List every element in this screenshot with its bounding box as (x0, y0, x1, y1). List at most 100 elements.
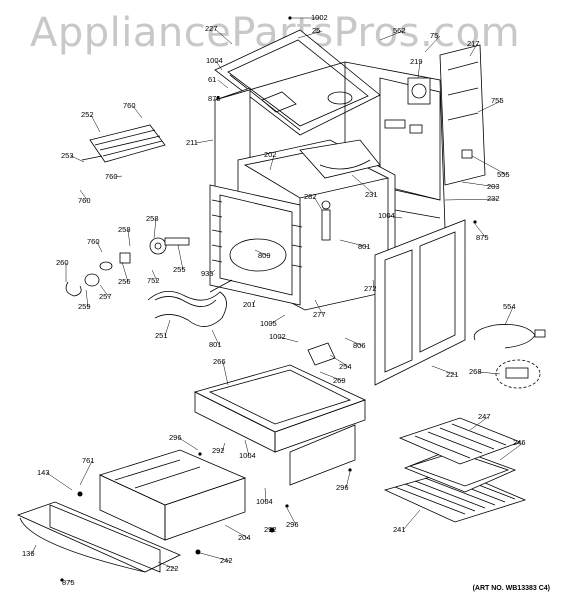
broiler-pan-grid (398, 417, 522, 465)
part-callout-260: 260 (56, 258, 69, 267)
callout-leader-801 (211, 329, 220, 346)
callout-leader-251 (164, 319, 171, 337)
callout-leader-269 (319, 371, 344, 382)
callout-leader-25 (297, 30, 323, 39)
rear-panel (439, 44, 486, 186)
callout-leader-282 (313, 196, 323, 211)
part-callout-760: 760 (78, 196, 91, 205)
callout-leader-256 (121, 261, 129, 283)
part-callout-806: 806 (353, 341, 366, 350)
callout-leader-247 (469, 416, 489, 431)
callout-leader-809 (254, 249, 269, 257)
part-callout-277: 277 (313, 310, 326, 319)
callout-leader-1005 (269, 314, 286, 325)
drawer-front-panel (16, 501, 181, 573)
part-callout-202: 202 (264, 150, 277, 159)
part-callout-227: 227 (205, 24, 218, 33)
part-callout-1004: 1004 (206, 56, 223, 65)
art-number: (ART NO. WB13383 C4) (472, 585, 550, 592)
part-callout-761: 761 (82, 456, 95, 465)
callout-leader-760 (79, 189, 89, 202)
part-callout-251: 251 (155, 331, 168, 340)
part-callout-554: 554 (503, 302, 516, 311)
part-callout-755: 755 (491, 96, 504, 105)
part-callout-875: 875 (476, 233, 489, 242)
callout-leader-935 (210, 269, 216, 275)
callout-leader-75 (424, 35, 441, 53)
vent-duct (299, 139, 381, 179)
hardware-screws (60, 16, 477, 582)
part-callout-219: 219 (410, 57, 423, 66)
part-callout-760: 760 (105, 172, 118, 181)
part-callout-296: 296 (169, 433, 182, 442)
mounting-bracket (307, 342, 336, 366)
temperature-sensor (321, 200, 331, 241)
callout-leader-231 (351, 174, 376, 196)
callout-leader-801 (339, 239, 369, 248)
callout-leader-296 (345, 471, 351, 489)
infinite-switch-parts (65, 237, 190, 297)
part-callout-272: 272 (364, 284, 377, 293)
callout-leader-259 (85, 289, 89, 308)
callout-leader-252 (90, 114, 101, 133)
callout-leader-217 (469, 43, 478, 57)
part-callout-221: 221 (446, 370, 459, 379)
part-callout-1004: 1004 (256, 497, 273, 506)
callout-leader-204 (224, 524, 249, 539)
callout-leader-292 (221, 442, 226, 452)
part-callout-875: 875 (208, 94, 221, 103)
part-callout-256: 256 (118, 277, 131, 286)
callout-leader-554 (504, 306, 514, 326)
part-callout-801: 801 (209, 340, 222, 349)
callout-leader-562 (379, 30, 404, 41)
part-callout-75: 75 (430, 31, 438, 40)
callout-leader-555 (471, 155, 508, 176)
callout-leader-277 (314, 299, 324, 316)
part-callout-760: 760 (123, 101, 136, 110)
callout-leader-1004 (244, 439, 250, 457)
broil-element (81, 124, 166, 163)
part-callout-752: 752 (147, 276, 160, 285)
callout-leader-296 (178, 437, 199, 451)
part-callout-282: 282 (304, 192, 317, 201)
callout-leader-257 (99, 284, 110, 298)
part-callout-257: 257 (99, 292, 112, 301)
part-callout-254: 254 (339, 362, 352, 371)
part-callout-1004: 1004 (239, 451, 256, 460)
callout-leader-222 (157, 561, 177, 570)
callout-leader-761 (79, 460, 93, 486)
callout-leader-136 (31, 544, 37, 555)
part-callout-292: 292 (264, 525, 277, 534)
callout-leader-266 (222, 361, 229, 386)
callout-leader-268 (478, 371, 501, 375)
callout-leader-258 (127, 229, 131, 247)
part-callout-1002: 1002 (269, 332, 286, 341)
callout-leader-242 (199, 552, 231, 562)
callout-leader-255 (177, 244, 184, 271)
bake-element (147, 279, 233, 327)
part-callout-253: 253 (61, 151, 74, 160)
callout-leader-1004 (387, 215, 403, 219)
callout-leader-760 (114, 175, 123, 178)
callout-leader-253 (70, 155, 85, 163)
callout-leader-875 (67, 579, 73, 584)
callout-leader-296 (286, 507, 297, 526)
part-callout-258: 258 (118, 225, 131, 234)
drawer-housing (193, 364, 367, 486)
part-callout-255: 255 (173, 265, 186, 274)
callout-leader-232 (444, 198, 498, 201)
part-callout-555: 555 (497, 170, 510, 179)
part-callout-247: 247 (478, 412, 491, 421)
side-panel (374, 219, 466, 386)
part-callout-232: 232 (487, 194, 500, 203)
callout-leader-61 (217, 79, 229, 89)
part-callout-296: 296 (336, 483, 349, 492)
part-callout-25: 25 (312, 26, 320, 35)
callout-leader-246 (499, 442, 524, 461)
part-callout-246: 246 (513, 438, 526, 447)
part-callout-875: 875 (62, 578, 75, 587)
part-callout-222: 222 (166, 564, 179, 573)
part-callout-809: 809 (258, 251, 271, 260)
part-callout-217: 217 (467, 39, 480, 48)
